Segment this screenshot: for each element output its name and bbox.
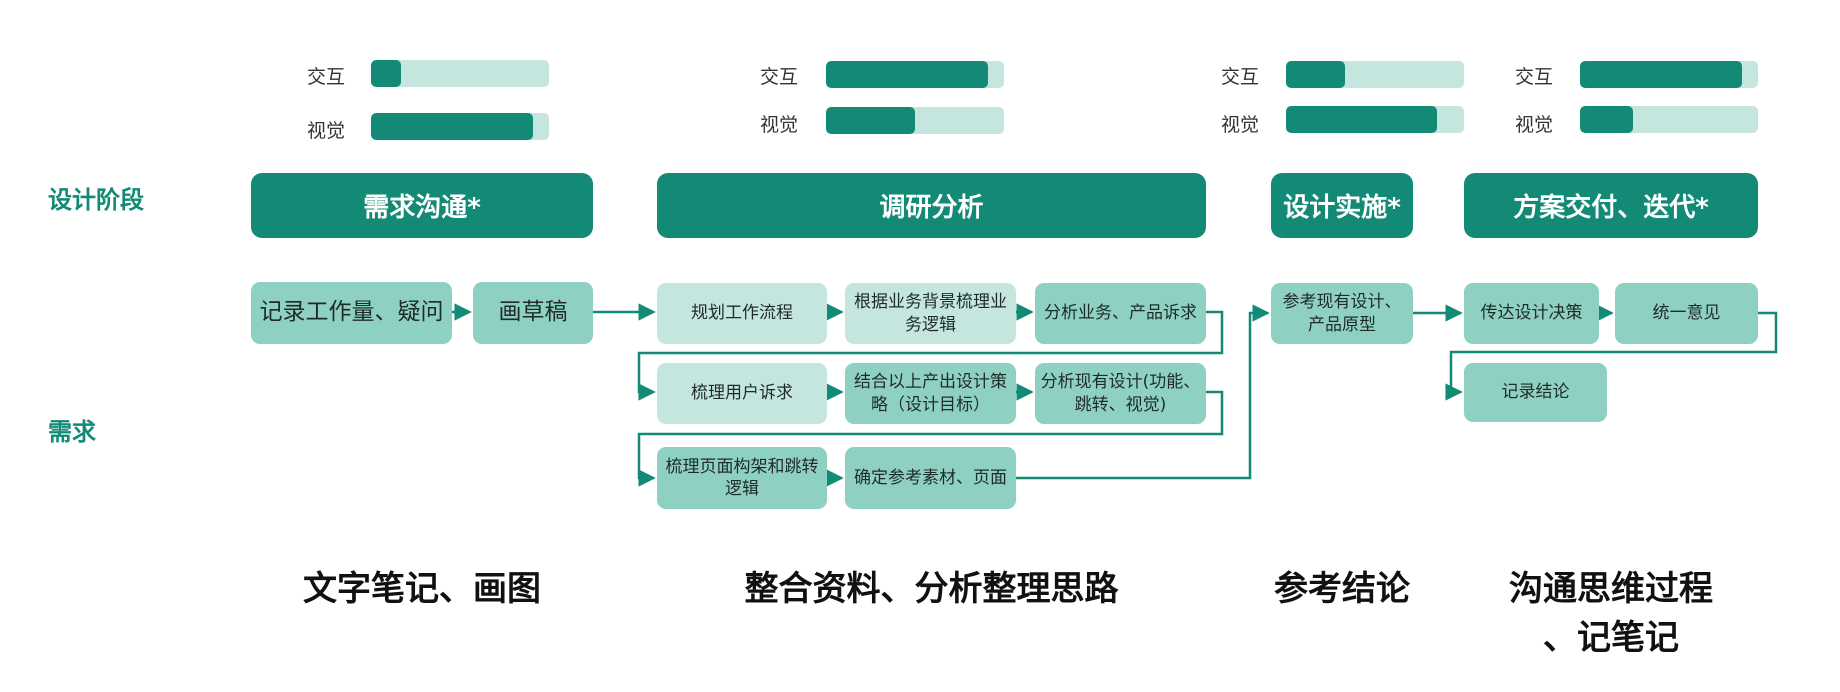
step-align-opinions: 统一意见 [1615, 283, 1758, 344]
step-user-needs: 梳理用户诉求 [657, 363, 827, 424]
visual-meter [1286, 106, 1464, 133]
visual-meter-fill [826, 107, 915, 134]
interaction-meter-fill [371, 60, 402, 87]
connector-arrow [1445, 311, 1778, 401]
meter-label-interaction: 交互 [1514, 66, 1553, 88]
meter-label-interaction: 交互 [759, 66, 798, 88]
step-analyze-business: 分析业务、产品诉求 [1035, 283, 1206, 344]
interaction-meter [1286, 61, 1464, 88]
step-page-architecture: 梳理页面构架和跳转逻辑 [657, 447, 827, 509]
phase-design-implementation: 设计实施* [1271, 173, 1413, 238]
phase-demand-communication: 需求沟通* [251, 173, 593, 238]
caption-phase-1: 文字笔记、画图 [303, 569, 541, 609]
meter-label-visual: 视觉 [306, 120, 345, 142]
step-convey-decisions: 传达设计决策 [1464, 283, 1599, 344]
meter-label-visual: 视觉 [1220, 114, 1259, 136]
interaction-meter-fill [826, 61, 988, 88]
meter-label-visual: 视觉 [759, 114, 798, 136]
visual-meter [1580, 106, 1758, 133]
interaction-meter [1580, 61, 1758, 88]
step-record-conclusions: 记录结论 [1464, 363, 1607, 422]
visual-meter [371, 113, 549, 140]
interaction-meter-fill [1580, 61, 1742, 88]
step-draft-sketch: 画草稿 [473, 282, 593, 344]
meter-label-visual: 视觉 [1514, 114, 1553, 136]
step-record-workload: 记录工作量、疑问 [251, 282, 452, 344]
caption-phase-2: 整合资料、分析整理思路 [744, 569, 1119, 609]
visual-meter-fill [371, 113, 533, 140]
step-plan-workflow: 规划工作流程 [657, 283, 827, 344]
connector-arrow [637, 390, 1224, 487]
connector-arrow [1016, 304, 1270, 480]
interaction-meter [371, 60, 549, 87]
visual-meter-fill [1286, 106, 1438, 133]
connector-arrow [637, 310, 1224, 401]
step-reference-prototype: 参考现有设计、产品原型 [1271, 283, 1413, 344]
phase-delivery-iteration: 方案交付、迭代* [1464, 173, 1758, 238]
visual-meter-fill [1580, 106, 1634, 133]
caption-phase-4: 沟通思维过程 、记笔记 [1509, 569, 1713, 659]
row-label-design-stage: 设计阶段 [48, 186, 144, 214]
row-label-demand: 需求 [48, 418, 96, 446]
interaction-meter [826, 61, 1004, 88]
visual-meter [826, 107, 1004, 134]
meter-label-interaction: 交互 [306, 66, 345, 88]
step-design-strategy: 结合以上产出设计策略（设计目标） [845, 363, 1016, 424]
step-business-logic: 根据业务背景梳理业务逻辑 [845, 283, 1016, 344]
phase-research-analysis: 调研分析 [657, 173, 1206, 238]
interaction-meter-fill [1286, 61, 1345, 88]
step-reference-materials: 确定参考素材、页面 [845, 447, 1016, 509]
caption-phase-3: 参考结论 [1274, 569, 1410, 609]
meter-label-interaction: 交互 [1220, 66, 1259, 88]
step-analyze-existing: 分析现有设计(功能、跳转、视觉) [1035, 363, 1206, 424]
